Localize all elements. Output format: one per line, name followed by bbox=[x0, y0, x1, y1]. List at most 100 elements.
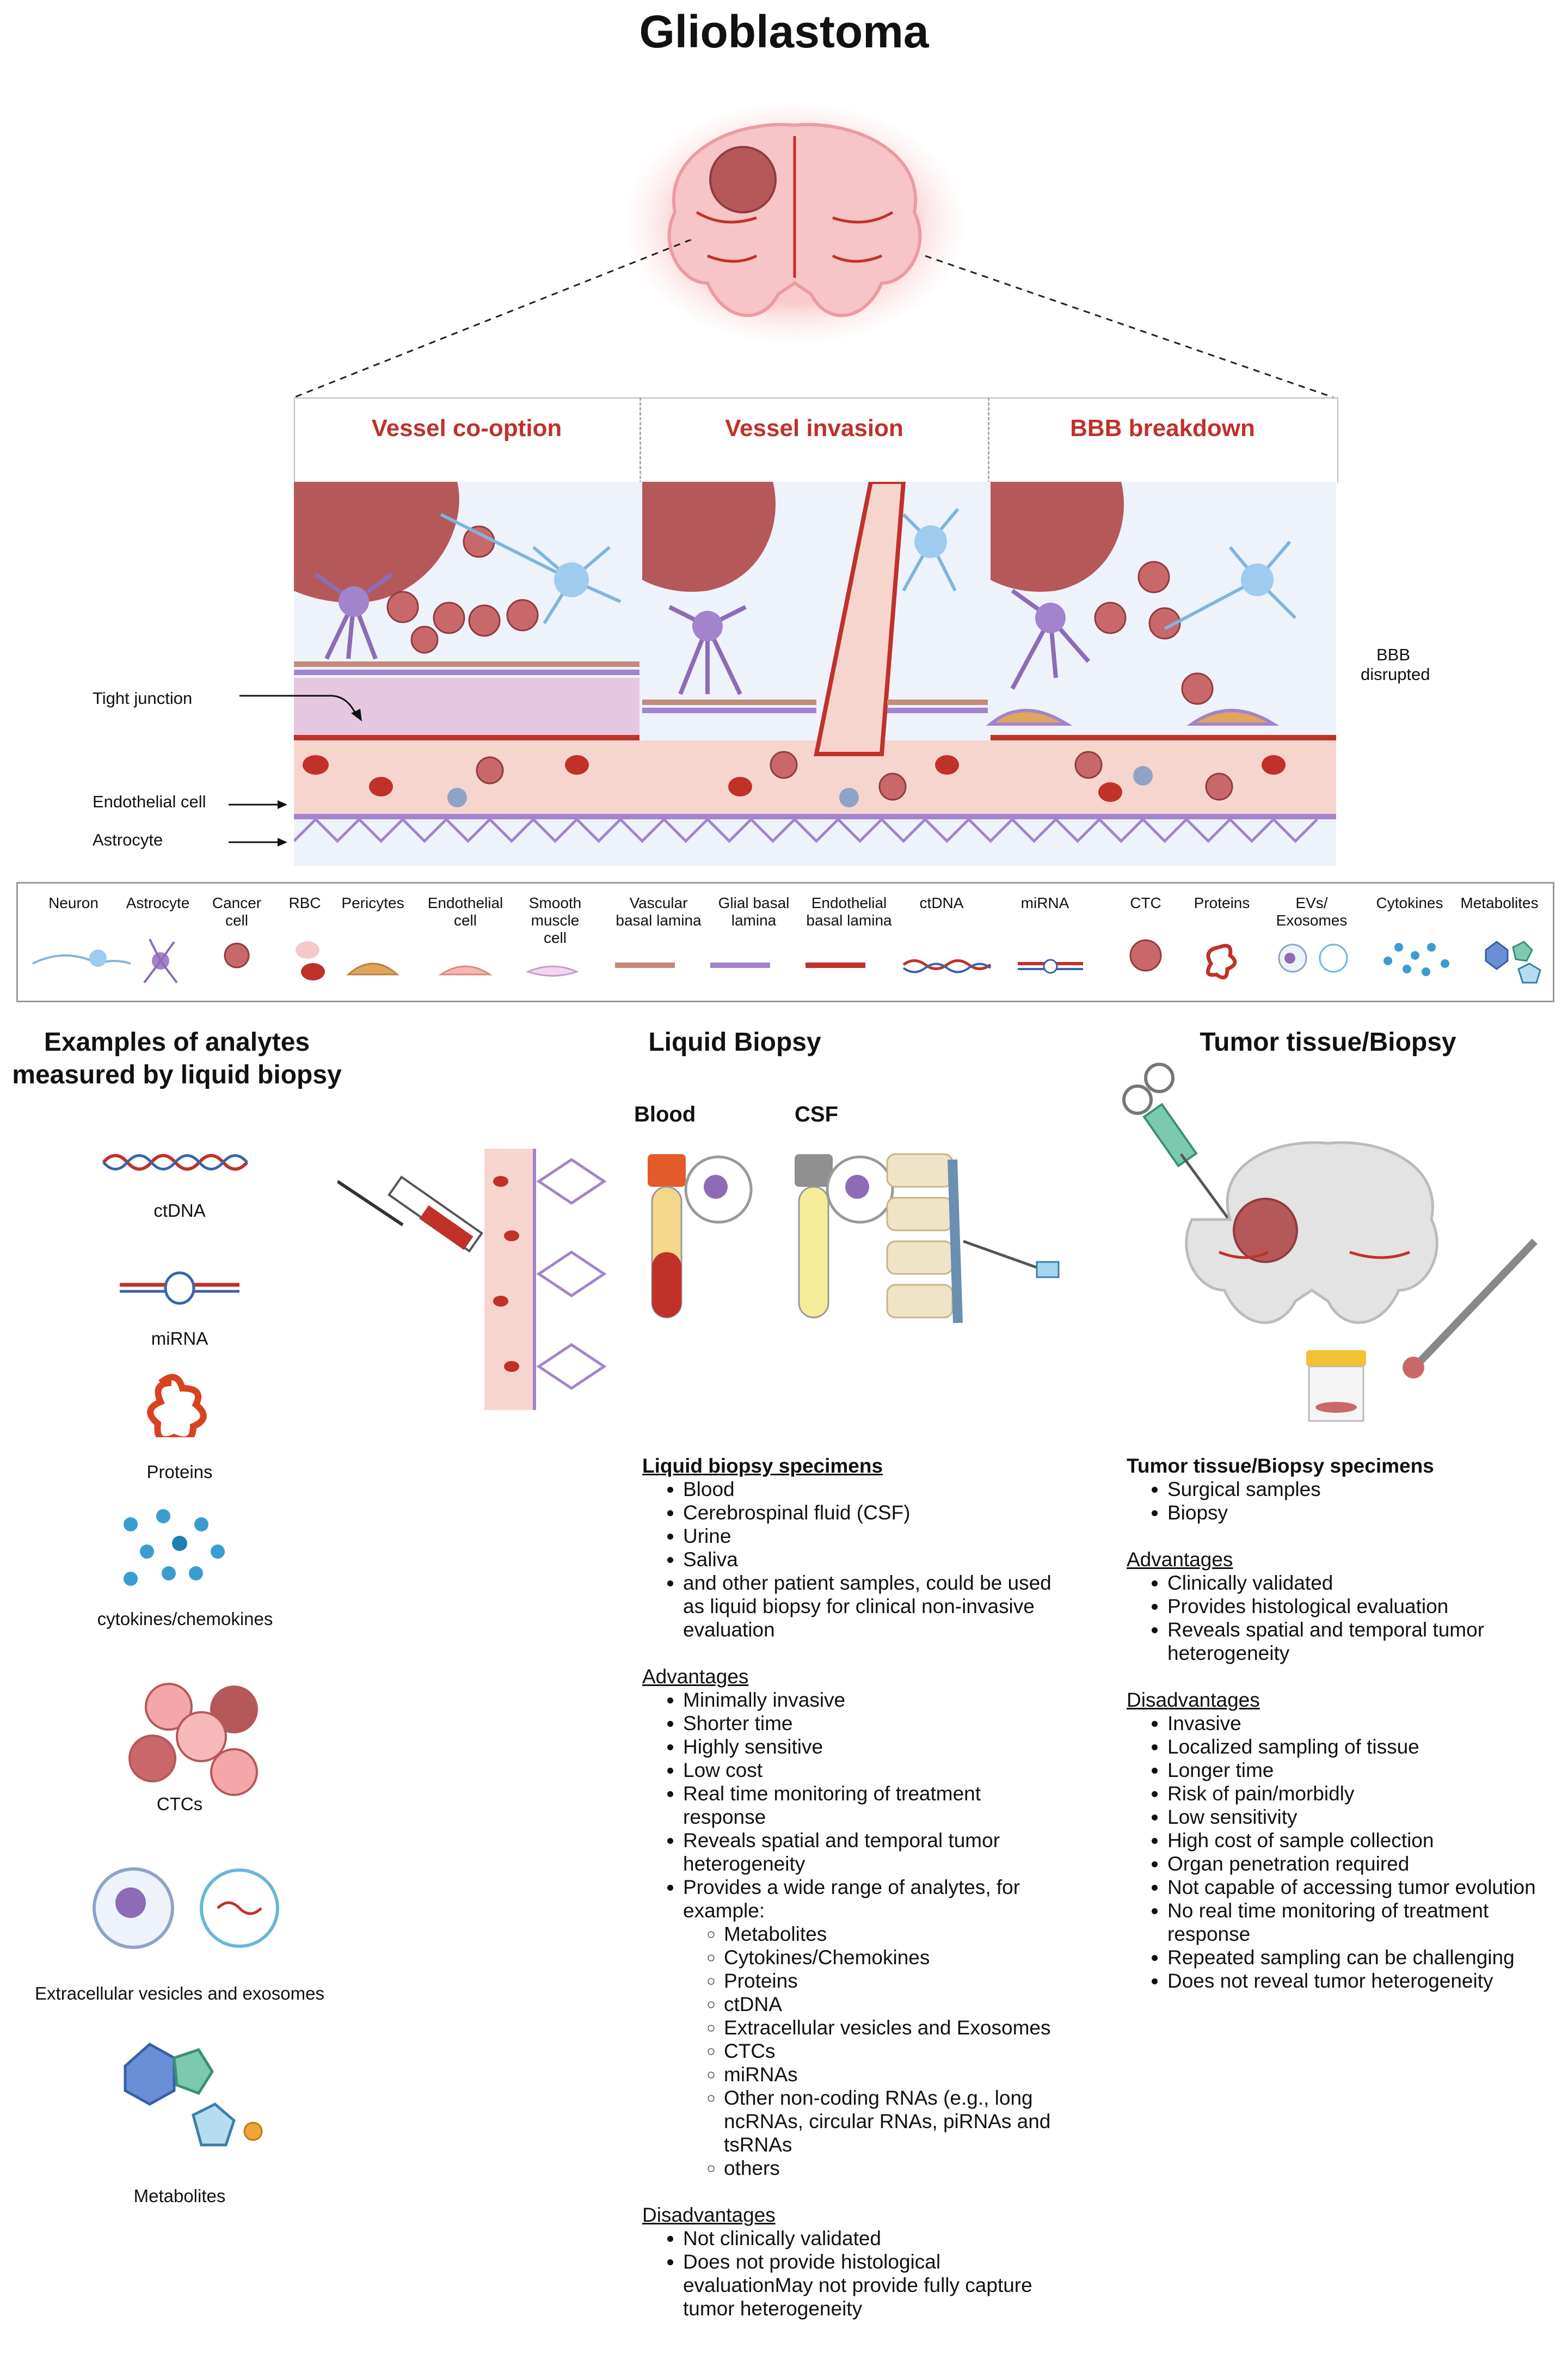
liquid-biopsy-illustration bbox=[337, 1149, 1060, 1410]
list-item: Real time monitoring of treatment respon… bbox=[683, 1782, 1056, 1829]
legend-icons bbox=[32, 939, 1541, 984]
legend-astrocyte: Astrocyte bbox=[126, 894, 190, 911]
tumor-specimens-header: Tumor tissue/Biopsy specimens bbox=[1127, 1455, 1434, 1477]
section-liquid-biopsy-title: Liquid Biopsy bbox=[648, 1028, 821, 1057]
legend-neuron: Neuron bbox=[48, 894, 99, 911]
csf-label: CSF bbox=[795, 1102, 838, 1126]
tumor-biopsy-illustration bbox=[1122, 1063, 1538, 1422]
list-item: Low cost bbox=[683, 1758, 1056, 1782]
page-title: Glioblastoma bbox=[639, 6, 929, 57]
analyte-ctcs-label: CTCs bbox=[156, 1794, 203, 1814]
label-bbb-disrupted: BBB disrupted bbox=[1361, 645, 1430, 684]
protein-icon bbox=[147, 1374, 207, 1437]
mirna-icon bbox=[120, 1271, 239, 1305]
analyte-proteins-label: Proteins bbox=[146, 1462, 213, 1482]
list-item: Does not reveal tumor heterogeneity bbox=[1167, 1969, 1551, 1993]
liquid-advantages-header: Advantages bbox=[642, 1665, 749, 1688]
list-item: Provides a wide range of analytes, for e… bbox=[683, 1875, 1056, 2180]
list-item: Extracellular vesicles and Exosomes bbox=[724, 2016, 1056, 2039]
section-tumor-biopsy-title: Tumor tissue/Biopsy bbox=[1200, 1028, 1456, 1057]
list-item: Reveals spatial and temporal tumor heter… bbox=[1167, 1618, 1551, 1665]
legend-box bbox=[16, 882, 1554, 1002]
blood-label: Blood bbox=[634, 1102, 696, 1126]
cytokines-icon bbox=[124, 1509, 225, 1586]
analyte-evs-label: Extracellular vesicles and exosomes bbox=[35, 1983, 324, 2003]
list-item: Localized sampling of tissue bbox=[1167, 1735, 1551, 1758]
evs-icon bbox=[93, 1867, 279, 1949]
brain-illustration bbox=[626, 103, 963, 343]
list-item: Cytokines/Chemokines bbox=[724, 1946, 1056, 1969]
list-item: Surgical samples bbox=[1167, 1478, 1551, 1501]
ctdna-icon bbox=[102, 1154, 249, 1171]
tumor-biopsy-text: Tumor tissue/Biopsy specimens Surgical s… bbox=[1127, 1454, 1551, 1993]
panel-title-bbb-breakdown: BBB breakdown bbox=[1070, 415, 1255, 442]
label-tight-junction: Tight junction bbox=[93, 689, 193, 708]
list-item: Not capable of accessing tumor evolution bbox=[1167, 1875, 1551, 1899]
legend-ctc: CTC bbox=[1130, 894, 1161, 911]
legend-metabolites: Metabolites bbox=[1460, 894, 1539, 911]
vascular-tissue-illustration bbox=[294, 482, 1336, 866]
legend-rbc: RBC bbox=[288, 894, 321, 911]
list-item: Highly sensitive bbox=[683, 1735, 1056, 1758]
legend-mirna: miRNA bbox=[1020, 894, 1069, 911]
list-item: Urine bbox=[683, 1524, 1056, 1548]
list-item: Clinically validated bbox=[1167, 1571, 1551, 1595]
list-item: Other non-coding RNAs (e.g., long ncRNAs… bbox=[724, 2086, 1056, 2156]
list-item: Not clinically validated bbox=[683, 2227, 1056, 2250]
list-item: Saliva bbox=[683, 1548, 1056, 1571]
list-item: Longer time bbox=[1167, 1758, 1551, 1782]
arrow-endothelial bbox=[229, 800, 287, 809]
legend-evs-exosomes: EVs/Exosomes bbox=[1276, 894, 1348, 929]
list-item: and other patient samples, could be used… bbox=[683, 1571, 1056, 1641]
liquid-specimens-header: Liquid biopsy specimens bbox=[642, 1455, 883, 1477]
label-endothelial-cell: Endothelial cell bbox=[93, 792, 206, 811]
analyte-metabolites-label: Metabolites bbox=[133, 2186, 226, 2206]
panel-header-box bbox=[294, 397, 1338, 483]
list-item: Risk of pain/morbidly bbox=[1167, 1782, 1551, 1805]
analyte-cytokines-label: cytokines/chemokines bbox=[97, 1609, 273, 1629]
legend-pericytes: Pericytes bbox=[341, 894, 404, 911]
tumor-advantages-header: Advantages bbox=[1127, 1548, 1233, 1571]
list-item: Provides histological evaluation bbox=[1167, 1595, 1551, 1618]
label-astrocyte: Astrocyte bbox=[93, 830, 163, 849]
liquid-disadvantages-header: Disadvantages bbox=[642, 2204, 776, 2226]
list-item: Does not provide histological evaluation… bbox=[683, 2250, 1056, 2320]
liquid-biopsy-text: Liquid biopsy specimens Blood Cerebrospi… bbox=[642, 1454, 1056, 2320]
list-item: ctDNA bbox=[724, 1993, 1056, 2016]
legend-proteins: Proteins bbox=[1194, 894, 1250, 911]
legend-cytokines: Cytokines bbox=[1376, 894, 1443, 911]
ctcs-icon bbox=[128, 1683, 258, 1796]
arrow-astrocyte bbox=[229, 838, 287, 847]
list-item: Metabolites bbox=[724, 1922, 1056, 1946]
list-item: miRNAs bbox=[724, 2063, 1056, 2086]
arrow-tight-junction bbox=[239, 695, 362, 721]
list-item: CTCs bbox=[724, 2039, 1056, 2063]
panel-title-vessel-invasion: Vessel invasion bbox=[725, 415, 903, 442]
list-item: Organ penetration required bbox=[1167, 1852, 1551, 1875]
tumor-disadvantages-header: Disadvantages bbox=[1127, 1689, 1260, 1711]
legend-ctdna: ctDNA bbox=[919, 894, 964, 911]
list-item: Low sensitivity bbox=[1167, 1805, 1551, 1829]
list-item: Proteins bbox=[724, 1969, 1056, 1993]
section-examples-title: Examples of analytes measured by liquid … bbox=[12, 1028, 342, 1089]
zoom-lines bbox=[293, 240, 1334, 399]
panel-title-vessel-co-option: Vessel co-option bbox=[371, 415, 562, 442]
analyte-ctdna-label: ctDNA bbox=[153, 1200, 206, 1221]
list-item: Shorter time bbox=[683, 1712, 1056, 1735]
list-item: High cost of sample collection bbox=[1167, 1829, 1551, 1852]
list-item: Repeated sampling can be challenging bbox=[1167, 1946, 1551, 1969]
list-item: Blood bbox=[683, 1478, 1056, 1501]
list-item: Invasive bbox=[1167, 1712, 1551, 1735]
list-item: Cerebrospinal fluid (CSF) bbox=[683, 1501, 1056, 1524]
list-item: Minimally invasive bbox=[683, 1688, 1056, 1712]
metabolites-icon bbox=[124, 2042, 263, 2147]
list-item: Biopsy bbox=[1167, 1501, 1551, 1524]
list-item: others bbox=[724, 2156, 1056, 2180]
list-item: No real time monitoring of treatment res… bbox=[1167, 1899, 1551, 1946]
